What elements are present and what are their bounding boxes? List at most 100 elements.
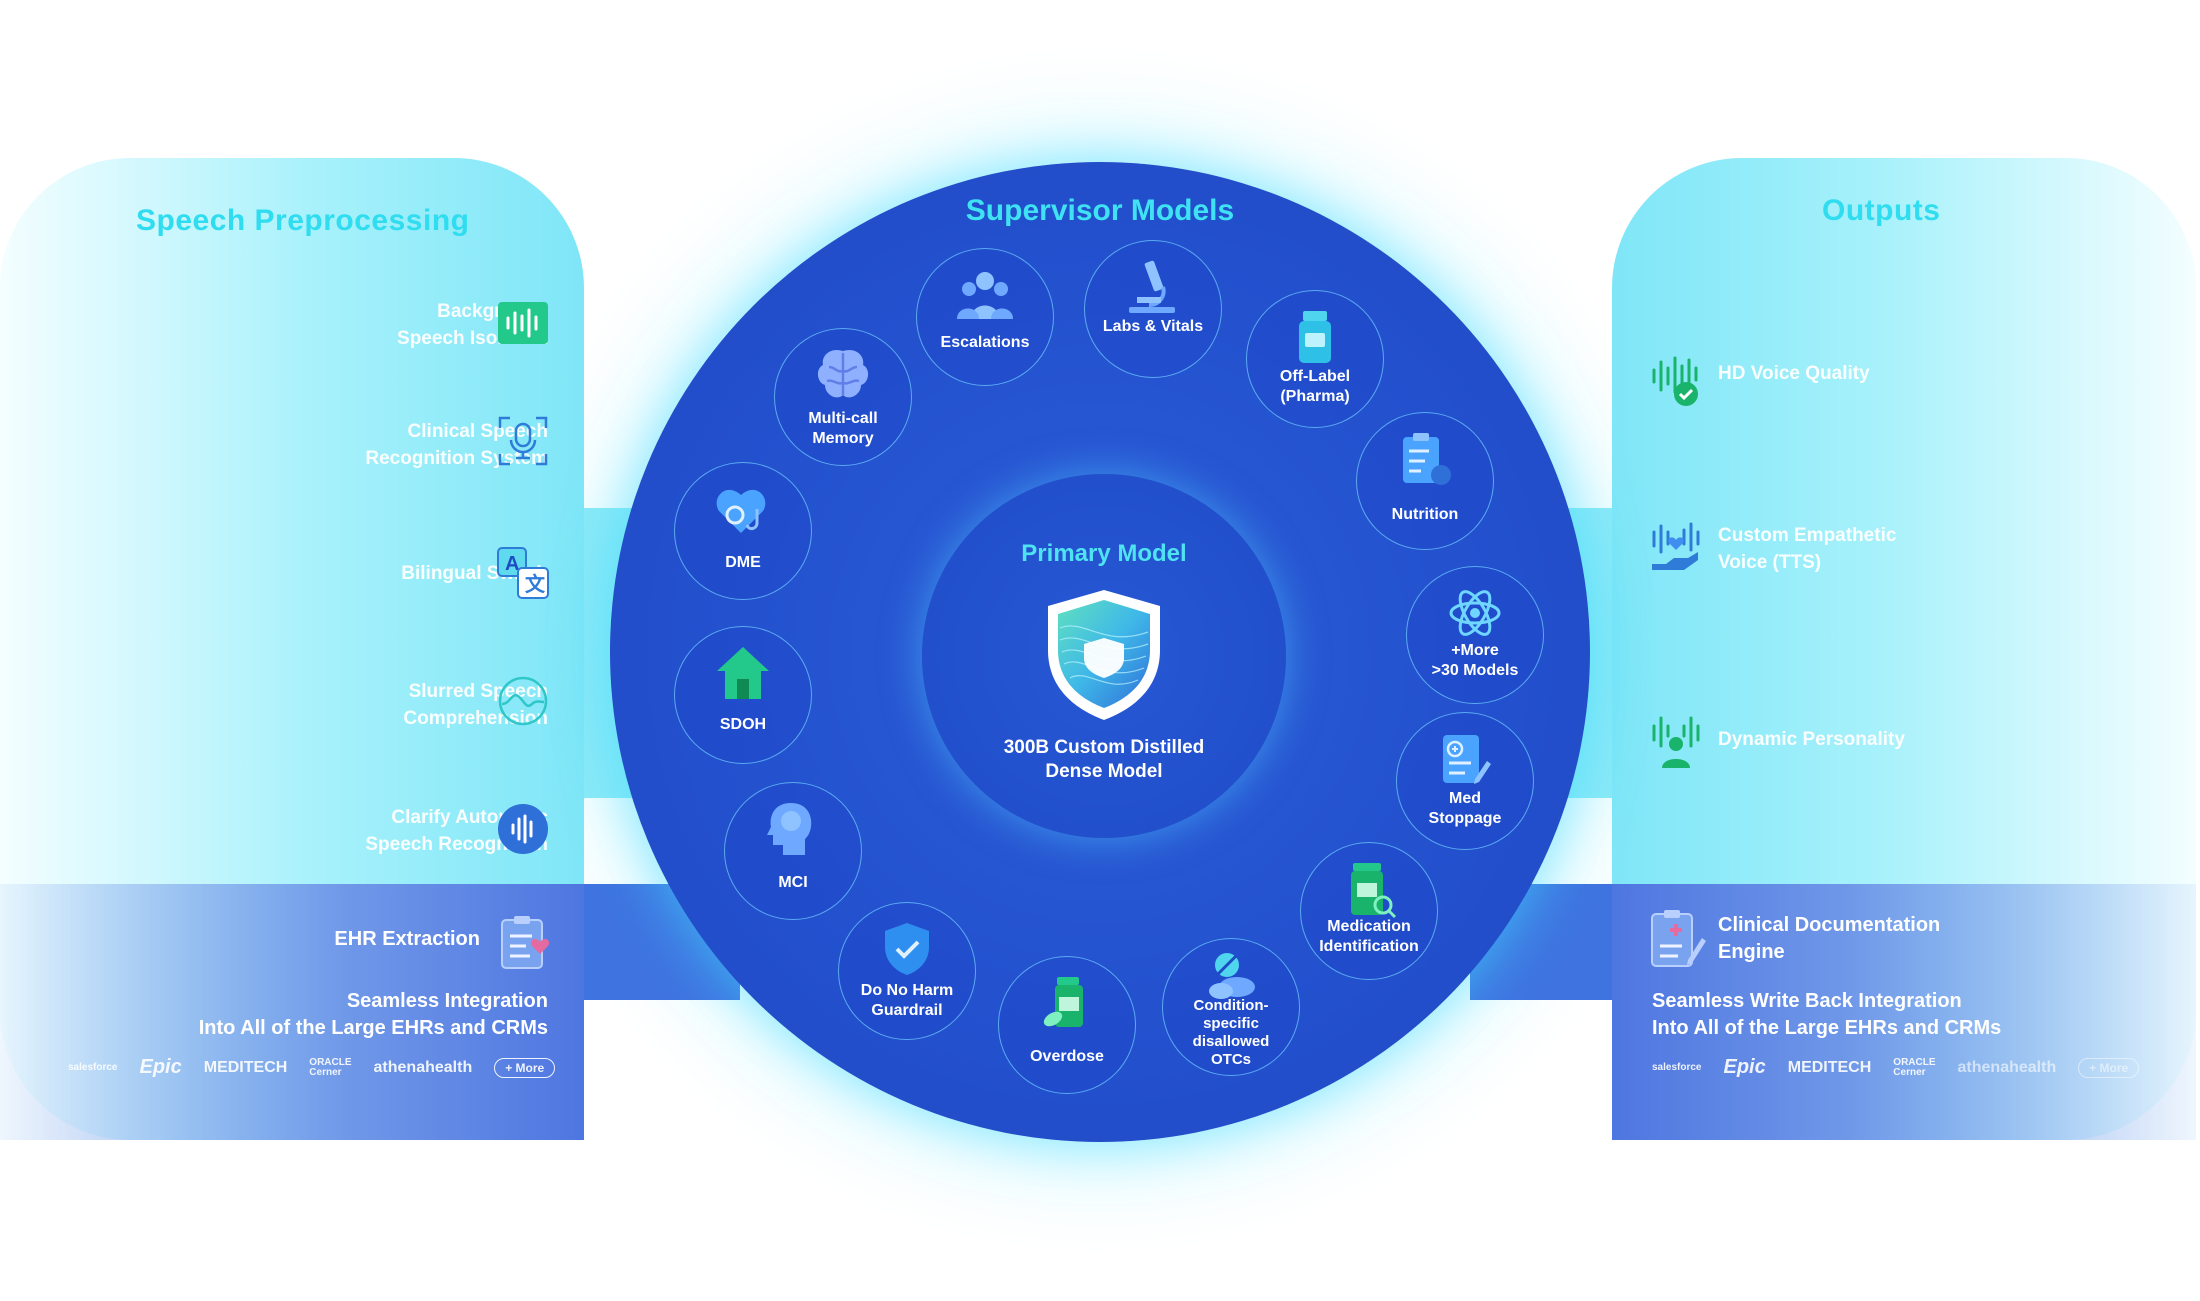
node-medication-identification[interactable]: Medication Identification bbox=[1300, 842, 1438, 980]
salesforce-logo: salesforce bbox=[1652, 1061, 1702, 1073]
ehr-clipboard-icon bbox=[501, 916, 550, 969]
node-sdoh[interactable]: SDOH bbox=[674, 626, 812, 764]
node-condition-specific-otcs[interactable]: Condition- specific disallowed OTCs bbox=[1162, 938, 1300, 1076]
node-label: Do No Harm Guardrail bbox=[839, 981, 975, 1021]
supervisor-models-title: Supervisor Models bbox=[965, 194, 1235, 227]
node-label: Nutrition bbox=[1391, 506, 1459, 523]
node-label: Off-Label (Pharma) bbox=[1247, 367, 1383, 407]
ehr-extraction-label: EHR Extraction bbox=[334, 928, 480, 950]
right-item-line1: HD Voice Quality bbox=[1718, 363, 1870, 384]
ehr-band-right bbox=[1612, 884, 2196, 1140]
label-line1: Multi-call bbox=[808, 410, 878, 427]
meditech-logo: MEDITECH bbox=[1787, 1058, 1872, 1076]
microphone-icon bbox=[498, 416, 548, 466]
wave-circle-icon bbox=[498, 676, 548, 726]
label-line2: >30 Models bbox=[1431, 662, 1519, 679]
atom-icon bbox=[1449, 590, 1501, 636]
node-label: Condition- specific disallowed OTCs bbox=[1163, 997, 1299, 1069]
athenahealth-logo: athenahealth bbox=[373, 1058, 473, 1076]
epic-logo: Epic bbox=[139, 1056, 182, 1078]
node-label: DME bbox=[725, 554, 761, 571]
svg-text:文: 文 bbox=[525, 572, 546, 596]
integration-line2: Into All of the Large EHRs and CRMs bbox=[1652, 1017, 2002, 1039]
primary-model-title: Primary Model bbox=[1021, 540, 1187, 567]
pill-bottle-icon bbox=[1299, 311, 1331, 363]
label-line1: Off-Label bbox=[1279, 368, 1351, 385]
label-line2: (Pharma) bbox=[1280, 388, 1350, 405]
node-mci[interactable]: MCI bbox=[724, 782, 862, 920]
node-label: Labs & Vitals bbox=[1102, 318, 1204, 335]
node-escalations[interactable]: Escalations bbox=[916, 248, 1054, 386]
left-item-line1: Clinical Speech bbox=[407, 421, 548, 442]
integration-line1: Seamless Integration bbox=[346, 990, 548, 1012]
oracle-text: ORACLE bbox=[1893, 1056, 1936, 1068]
node-off-label[interactable]: Off-Label (Pharma) bbox=[1246, 290, 1384, 428]
label-line1: Do No Harm bbox=[860, 982, 954, 999]
brain-icon bbox=[817, 349, 869, 398]
node-overdose[interactable]: Overdose bbox=[998, 956, 1136, 1094]
node-label: SDOH bbox=[719, 716, 767, 733]
node-label: MCI bbox=[778, 874, 808, 891]
clinical-documentation-icon bbox=[1651, 910, 1706, 967]
head-brain-icon bbox=[767, 803, 812, 855]
meditech-logo: MEDITECH bbox=[203, 1058, 288, 1076]
label-line3: disallowed bbox=[1192, 1033, 1270, 1050]
integration-line1: Seamless Write Back Integration bbox=[1652, 990, 1962, 1012]
oracle-cerner-logo: ORACLE Cerner bbox=[309, 1056, 352, 1078]
svg-text:A: A bbox=[505, 553, 519, 575]
oracle-cerner-logo: ORACLE Cerner bbox=[1893, 1056, 1936, 1078]
node-label: Escalations bbox=[940, 334, 1030, 351]
node-med-stoppage[interactable]: Med Stoppage bbox=[1396, 712, 1534, 850]
microscope-icon bbox=[1129, 260, 1175, 313]
medicine-bottle-icon bbox=[1043, 977, 1083, 1027]
oracle-text: ORACLE bbox=[309, 1056, 352, 1068]
cerner-text: Cerner bbox=[309, 1066, 342, 1078]
label-line1: +More bbox=[1451, 642, 1499, 659]
node-label: Multi-call Memory bbox=[775, 409, 911, 449]
node-do-no-harm[interactable]: Do No Harm Guardrail bbox=[838, 902, 976, 1040]
label-line2: Identification bbox=[1319, 938, 1419, 955]
right-item-line1: Custom Empathetic bbox=[1718, 525, 1897, 546]
medicine-search-icon bbox=[1351, 863, 1397, 919]
node-multi-call-memory[interactable]: Multi-call Memory bbox=[774, 328, 912, 466]
label-line2: specific bbox=[1203, 1015, 1259, 1032]
voice-check-icon bbox=[1652, 356, 1698, 406]
right-integration-text: Seamless Write Back Integration Into All… bbox=[1652, 988, 2001, 1042]
left-integration-text: Seamless Integration Into All of the Lar… bbox=[199, 988, 548, 1042]
people-icon bbox=[957, 272, 1013, 319]
cerner-text: Cerner bbox=[1893, 1066, 1926, 1078]
node-labs-vitals[interactable]: Labs & Vitals bbox=[1084, 240, 1222, 378]
shield-logo-icon bbox=[1048, 590, 1160, 720]
shield-check-icon bbox=[885, 923, 929, 975]
node-dme[interactable]: DME bbox=[674, 462, 812, 600]
primary-line2: Dense Model bbox=[1045, 761, 1163, 782]
ehr-band-left bbox=[0, 884, 584, 1140]
doc-line2: Engine bbox=[1718, 941, 1785, 963]
clipboard-apple-icon bbox=[1403, 433, 1451, 485]
translate-icon: A 文 bbox=[497, 547, 549, 599]
right-item-line2: Voice (TTS) bbox=[1718, 552, 1822, 573]
left-partner-logos: salesforce Epic MEDITECH ORACLE Cerner a… bbox=[68, 1056, 556, 1079]
label-line2: Guardrail bbox=[871, 1002, 943, 1019]
label-line2: Stoppage bbox=[1428, 810, 1502, 827]
doc-line1: Clinical Documentation bbox=[1718, 914, 1941, 936]
node-label: Overdose bbox=[1030, 1048, 1104, 1065]
right-item-dynamic-personality: Dynamic Personality bbox=[1718, 726, 1905, 753]
label-line1: Med bbox=[1449, 790, 1481, 807]
node-label: +More >30 Models bbox=[1407, 641, 1543, 681]
outputs-title: Outputs bbox=[1822, 194, 1941, 227]
node-more-models[interactable]: +More >30 Models bbox=[1406, 566, 1544, 704]
primary-model-description: 300B Custom Distilled Dense Model bbox=[922, 736, 1286, 784]
heart-stethoscope-icon bbox=[716, 489, 766, 533]
left-item-line2: Comprehension bbox=[403, 708, 548, 729]
more-logos-button[interactable]: + More bbox=[2078, 1057, 2140, 1078]
more-logos-button[interactable]: + More bbox=[494, 1057, 556, 1078]
label-line4: OTCs bbox=[1210, 1051, 1251, 1068]
primary-line1: 300B Custom Distilled bbox=[1003, 737, 1205, 758]
right-partner-logos: salesforce Epic MEDITECH ORACLE Cerner a… bbox=[1652, 1056, 2140, 1079]
voice-circle-icon bbox=[498, 804, 548, 854]
right-item-hd-voice: HD Voice Quality bbox=[1718, 360, 1870, 387]
node-nutrition[interactable]: Nutrition bbox=[1356, 412, 1494, 550]
label-line1: Medication bbox=[1327, 918, 1411, 935]
label-line2: Memory bbox=[812, 430, 874, 447]
